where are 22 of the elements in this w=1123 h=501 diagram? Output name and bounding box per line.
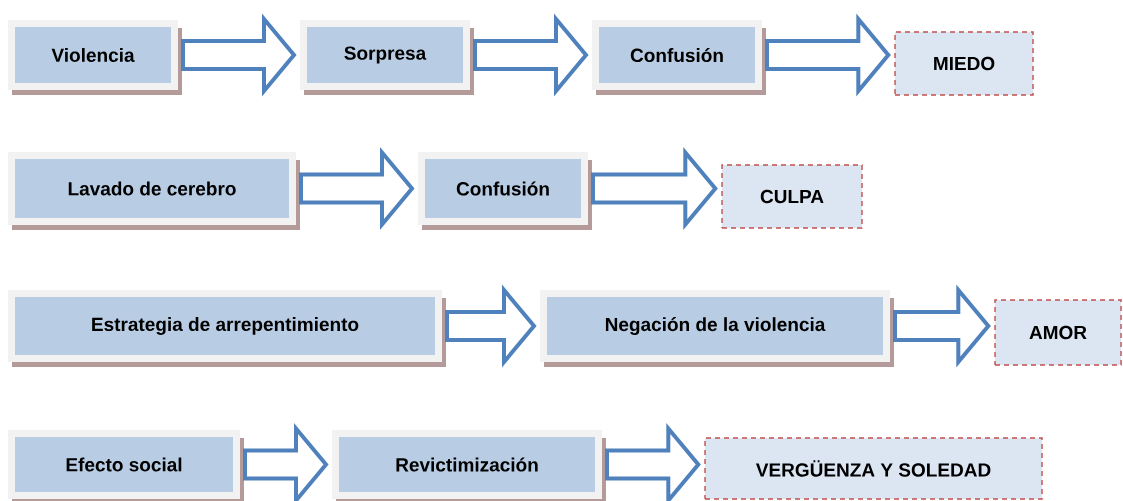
process-box: Efecto social (8, 430, 244, 501)
result-box: VERGÜENZA Y SOLEDAD (704, 437, 1043, 500)
process-box: Violencia (8, 20, 182, 95)
block-arrow (473, 13, 589, 97)
block-arrow (605, 423, 701, 501)
block-arrow (591, 146, 718, 231)
block-arrow (243, 423, 329, 501)
block-arrow (765, 13, 891, 97)
block-arrow (299, 146, 415, 231)
result-box: CULPA (721, 164, 863, 229)
process-box: Negación de la violencia (540, 290, 894, 367)
process-box: Sorpresa (300, 20, 474, 95)
block-arrow (445, 284, 537, 368)
result-box: AMOR (994, 299, 1122, 366)
block-arrow (893, 284, 991, 368)
process-box: Confusión (592, 20, 766, 95)
process-box: Confusión (418, 152, 592, 230)
process-box: Lavado de cerebro (8, 152, 300, 230)
result-box: MIEDO (894, 31, 1034, 96)
process-box: Revictimización (332, 430, 606, 501)
process-box: Estrategia de arrepentimiento (8, 290, 446, 367)
block-arrow (181, 13, 297, 97)
